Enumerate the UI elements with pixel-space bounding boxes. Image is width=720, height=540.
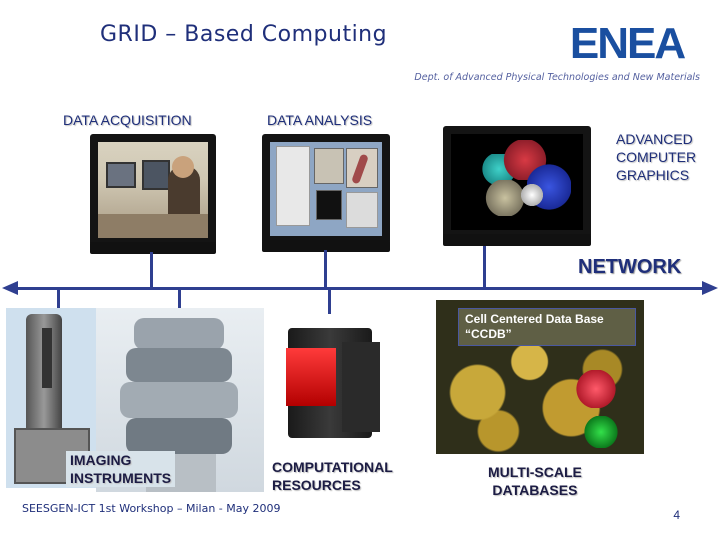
multiscale-databases-label: MULTI-SCALE DATABASES <box>488 463 582 499</box>
footer-text: SEESGEN-ICT 1st Workshop – Milan - May 2… <box>22 502 281 515</box>
svg-text:ENEA: ENEA <box>570 19 685 66</box>
enea-logo: ENEA <box>570 19 687 66</box>
imaging-instrument-photo <box>96 308 264 492</box>
connector-acquisition <box>150 252 153 288</box>
computational-resources-line-2: RESOURCES <box>272 477 361 493</box>
connector-imaging <box>178 288 181 310</box>
imaging-instruments-label: IMAGING INSTRUMENTS <box>66 451 176 487</box>
advanced-graphics-label: ADVANCED COMPUTER GRAPHICS <box>616 130 696 184</box>
department-subtitle: Dept. of Advanced Physical Technologies … <box>414 72 700 83</box>
data-acquisition-photo <box>98 142 208 238</box>
supercomputer-photo <box>272 314 394 454</box>
network-bus-line <box>8 287 704 290</box>
connector-computational <box>328 288 331 314</box>
connector-analysis <box>324 250 327 288</box>
protein-render <box>451 134 583 230</box>
ccdb-label-box: Cell Centered Data Base “CCDB” <box>458 308 636 346</box>
data-analysis-label: DATA ANALYSIS <box>267 112 373 128</box>
computational-resources-line-1: COMPUTATIONAL <box>272 459 393 475</box>
slide-title: GRID – Based Computing <box>100 22 388 47</box>
data-acquisition-label: DATA ACQUISITION <box>63 112 192 128</box>
network-right-arrow-icon <box>702 281 718 295</box>
multiscale-databases-line-1: MULTI-SCALE <box>488 464 582 480</box>
multiscale-databases-line-2: DATABASES <box>492 482 578 498</box>
data-analysis-monitor <box>262 134 390 252</box>
computational-resources-label: COMPUTATIONAL RESOURCES <box>272 458 393 494</box>
data-analysis-screen <box>270 142 382 236</box>
connector-graphics <box>483 246 486 288</box>
advanced-graphics-line-1: ADVANCED <box>616 131 693 147</box>
imaging-instruments-line-2: INSTRUMENTS <box>70 470 172 486</box>
ccdb-line-1: Cell Centered Data Base <box>465 312 604 326</box>
data-acquisition-monitor <box>90 134 216 254</box>
advanced-graphics-monitor <box>443 126 591 246</box>
network-label: NETWORK <box>578 256 682 278</box>
ccdb-label: Cell Centered Data Base “CCDB” <box>465 312 604 342</box>
imaging-instruments-line-1: IMAGING <box>70 452 132 468</box>
advanced-graphics-line-3: GRAPHICS <box>616 167 690 183</box>
connector-instruments <box>57 288 60 310</box>
page-number: 4 <box>673 508 680 522</box>
network-left-arrow-icon <box>2 281 18 295</box>
ccdb-line-2: “CCDB” <box>465 327 512 341</box>
microscope-photo <box>6 308 96 488</box>
advanced-graphics-line-2: COMPUTER <box>616 149 697 165</box>
